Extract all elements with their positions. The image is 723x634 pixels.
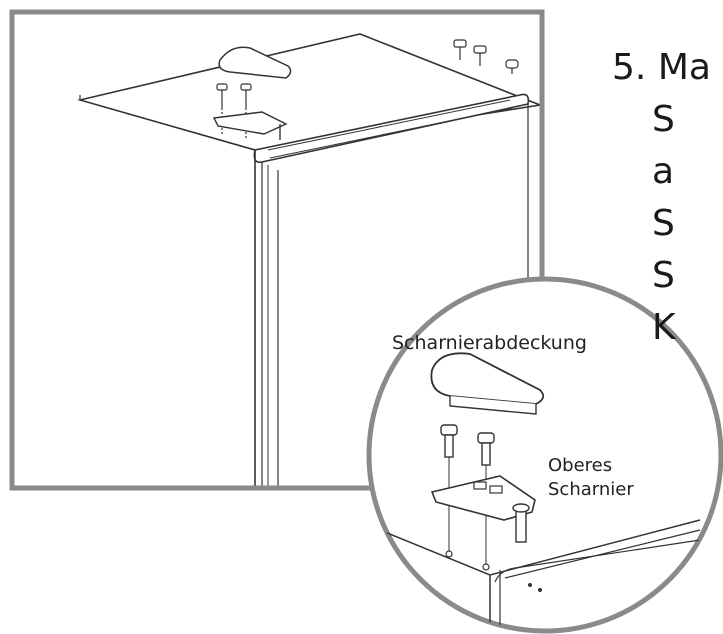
callout-hinge-cover: Scharnierabdeckung bbox=[392, 332, 587, 354]
spare-screws-icon bbox=[453, 39, 519, 74]
illustration-frame bbox=[9, 9, 545, 491]
step-line-3: a bbox=[652, 151, 675, 192]
hinge-cover-icon bbox=[218, 46, 292, 79]
upper-hinge-detail-icon bbox=[430, 475, 536, 521]
step-heading: 5. Ma bbox=[612, 46, 711, 90]
hinge-cover-detail-icon bbox=[430, 352, 545, 405]
detail-view bbox=[379, 352, 701, 631]
fridge-top-view bbox=[76, 33, 542, 488]
step-line-6: K bbox=[652, 307, 676, 348]
step-line-1: Ma bbox=[657, 47, 711, 88]
callout-upper-hinge-line2: Scharnier bbox=[548, 479, 634, 500]
step-number: 5. bbox=[612, 47, 647, 88]
step-line-4: S bbox=[652, 203, 675, 244]
callout-upper-hinge-line1: Oberes bbox=[548, 455, 612, 476]
step-line-5: S bbox=[652, 255, 675, 296]
step-line-2: S bbox=[652, 99, 675, 140]
upper-hinge-icon bbox=[212, 111, 288, 135]
